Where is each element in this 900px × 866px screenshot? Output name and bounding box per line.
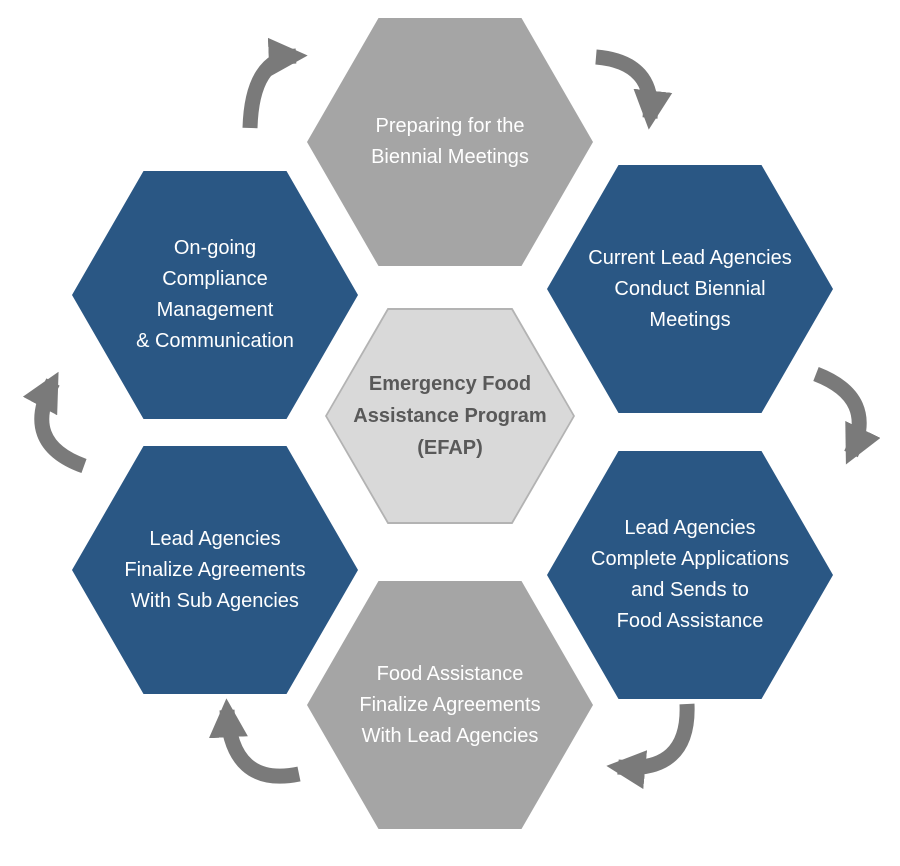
hex-center-efap-fill: Emergency Food Assistance Program (EFAP) xyxy=(327,310,573,522)
hex-current-lead-agencies: Current Lead Agencies Conduct Biennial M… xyxy=(547,165,833,413)
hex-preparing-biennial-meetings: Preparing for the Biennial Meetings xyxy=(307,18,593,266)
hex-center-efap: Emergency Food Assistance Program (EFAP) xyxy=(325,308,575,524)
hex-label-ongoing-compliance: On-going Compliance Management & Communi… xyxy=(136,237,294,352)
hex-lead-agencies-complete-applications: Lead Agencies Complete Applications and … xyxy=(547,451,833,699)
hex-label-food-assistance-finalize: Food Assistance Finalize Agreements With… xyxy=(359,662,541,747)
arrow-topright-to-bottomright-icon xyxy=(813,367,881,465)
arrow-top-to-topright-icon xyxy=(595,49,673,130)
hex-label-current-lead-agencies: Current Lead Agencies Conduct Biennial M… xyxy=(588,246,792,331)
arrow-bottomleft-to-topleft-icon xyxy=(22,371,87,474)
hex-label-complete-applications: Lead Agencies Complete Applications and … xyxy=(591,517,789,632)
hex-label-preparing: Preparing for the Biennial Meetings xyxy=(371,115,529,168)
hex-food-assistance-finalize: Food Assistance Finalize Agreements With… xyxy=(307,581,593,829)
arrow-bottom-to-bottomleft-icon xyxy=(208,698,301,784)
center-title: Emergency Food Assistance Program (EFAP) xyxy=(353,373,547,459)
hex-lead-agencies-finalize-sub: Lead Agencies Finalize Agreements With S… xyxy=(72,446,358,694)
arrow-topleft-to-top-icon xyxy=(242,37,308,129)
hex-ongoing-compliance: On-going Compliance Management & Communi… xyxy=(72,171,358,419)
hex-label-finalize-sub-agencies: Lead Agencies Finalize Agreements With S… xyxy=(124,527,306,612)
arrow-bottomright-to-bottom-icon xyxy=(606,703,695,790)
